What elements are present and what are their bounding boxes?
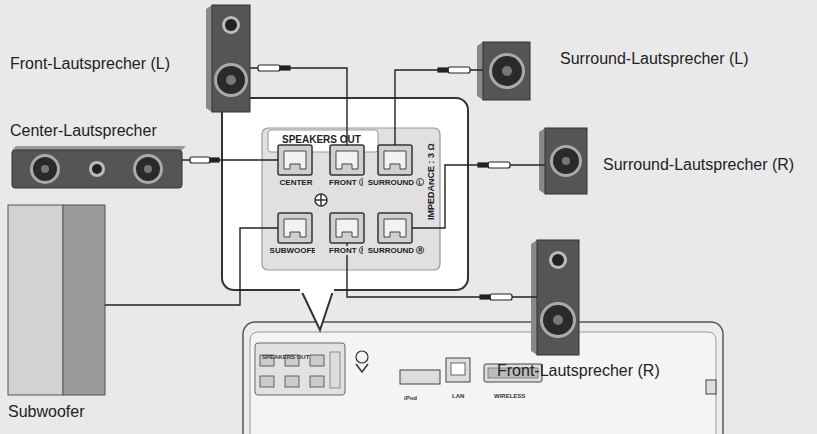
panel-print-text: LAN [452, 393, 464, 399]
speaker-label: Front-Lautsprecher (L) [10, 55, 170, 73]
panel-print: LAN [452, 384, 464, 402]
speaker: Front-Lautsprecher (R) [537, 240, 579, 355]
terminal: FRONT Ⓡ [330, 213, 364, 243]
front-speaker-right [531, 240, 579, 355]
terminal-label: SURROUND Ⓛ [363, 178, 429, 187]
device-rear [243, 322, 723, 434]
callout [222, 98, 468, 330]
speaker-label: Surround-Lautsprecher (R) [603, 156, 794, 174]
speaker: Surround-Lautsprecher (R) [545, 128, 587, 194]
panel-print: WIRELESS [494, 384, 525, 402]
panel-print-text: SPEAKERS OUT [262, 354, 309, 360]
speaker-cable [250, 68, 347, 145]
speaker-label: Surround-Lautsprecher (L) [560, 50, 749, 68]
panel-label: SPEAKERS OUT [282, 134, 361, 146]
terminal: CENTER [278, 145, 312, 175]
speaker-label: Front-Lautsprecher (R) [497, 362, 660, 380]
terminal-label: SURROUND Ⓡ [363, 246, 429, 255]
terminal: SURROUND Ⓛ [378, 145, 412, 175]
speaker: Subwoofer [8, 205, 105, 395]
terminal: SUBWOOFER [278, 213, 312, 243]
panel-print-text: iPod [404, 395, 417, 401]
surround-speaker-right [539, 128, 587, 194]
terminal-sockets [284, 151, 406, 237]
speaker-cable [347, 243, 537, 297]
speaker: Center-Lautsprecher [12, 150, 182, 188]
front-speaker-left [206, 5, 250, 112]
subwoofer-box [8, 205, 105, 395]
speaker: Front-Lautsprecher (L) [212, 5, 250, 112]
panel-print: SPEAKERS OUT [262, 345, 309, 363]
speaker-label: Subwoofer [8, 403, 85, 421]
speaker: Surround-Lautsprecher (L) [483, 42, 530, 100]
surround-speaker-left [477, 42, 530, 100]
panel-print-text: WIRELESS [494, 393, 525, 399]
terminal: SURROUND Ⓡ [378, 213, 412, 243]
terminal: FRONT Ⓛ [330, 145, 364, 175]
speaker-cable [395, 70, 483, 145]
terminal-graphics [278, 145, 412, 243]
speaker-label: Center-Lautsprecher [10, 122, 157, 140]
speaker-panel: SPEAKERS OUTIMPEDANCE : 3 ΩCENTERFRONT Ⓛ… [262, 128, 440, 270]
center-speaker [12, 146, 186, 188]
speaker-cable [105, 228, 278, 305]
panel-print: iPod [404, 386, 417, 404]
